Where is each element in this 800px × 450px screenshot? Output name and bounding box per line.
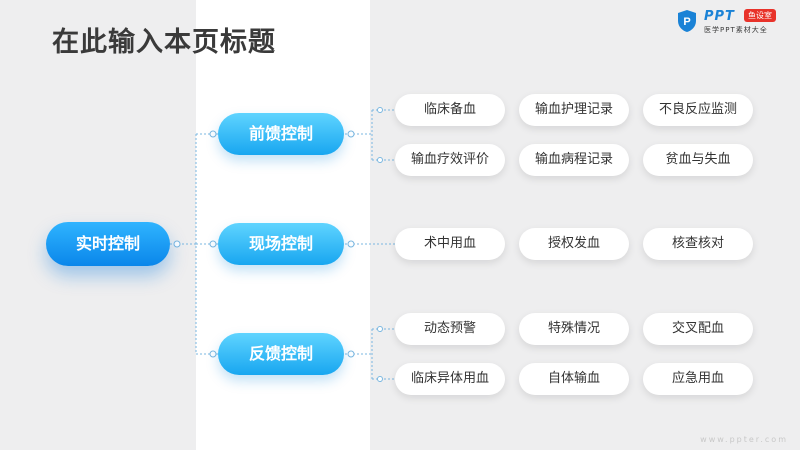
connector-dot [377, 157, 383, 163]
connector-dot [377, 107, 383, 113]
leaf-node: 授权发血 [519, 228, 629, 260]
connector-dot [347, 240, 355, 248]
leaf-node: 贫血与失血 [643, 144, 753, 176]
svg-text:P: P [683, 16, 690, 28]
shield-logo-icon: P [678, 10, 696, 32]
branch-node-feedback: 反馈控制 [218, 333, 344, 375]
leaf-node: 动态预警 [395, 313, 505, 345]
leaf-node: 特殊情况 [519, 313, 629, 345]
logo: P PPT 鱼设室 医学PPT素材大全 [676, 9, 794, 37]
leaf-connector-3 [345, 328, 395, 380]
connector-dot [377, 326, 383, 332]
leaf-node: 输血疗效评价 [395, 144, 505, 176]
connector-dot [347, 350, 355, 358]
leaf-node: 术中用血 [395, 228, 505, 260]
root-node: 实时控制 [46, 222, 170, 266]
leaf-node: 应急用血 [643, 363, 753, 395]
connector-dot [209, 350, 217, 358]
leaf-node: 临床备血 [395, 94, 505, 126]
connector-dot [377, 376, 383, 382]
connector-dot [209, 240, 217, 248]
logo-tag: 鱼设室 [744, 9, 776, 22]
leaf-node: 不良反应监测 [643, 94, 753, 126]
branch-node-feedforward: 前馈控制 [218, 113, 344, 155]
leaf-node: 临床异体用血 [395, 363, 505, 395]
leaf-node: 输血病程记录 [519, 144, 629, 176]
logo-subtitle: 医学PPT素材大全 [704, 26, 768, 34]
leaf-connector-1 [345, 109, 395, 161]
leaf-node: 输血护理记录 [519, 94, 629, 126]
page-title: 在此输入本页标题 [52, 27, 276, 58]
logo-brand: PPT [704, 9, 735, 24]
leaf-node: 自体输血 [519, 363, 629, 395]
branch-node-onsite: 现场控制 [218, 223, 344, 265]
leaf-node: 交叉配血 [643, 313, 753, 345]
watermark: www.ppter.com [700, 435, 788, 444]
connector-dot [347, 130, 355, 138]
leaf-node: 核查核对 [643, 228, 753, 260]
connector-dot [173, 240, 181, 248]
connector-dot [209, 130, 217, 138]
